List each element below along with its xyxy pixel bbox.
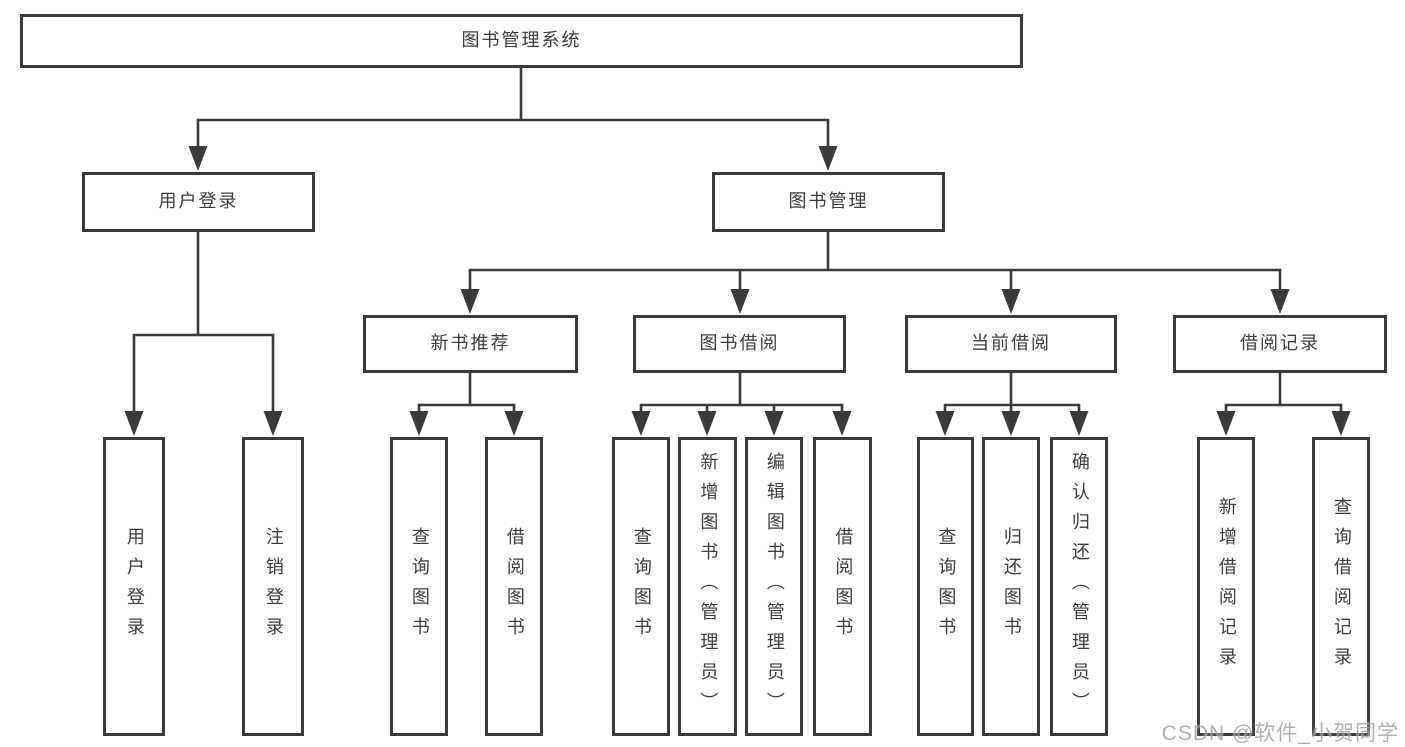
node-book-management: 图书管理 [712,172,945,232]
node-label: 新书推荐 [430,333,511,354]
node-label: 用户登录 [124,526,145,647]
node-new-book-recommend: 新书推荐 [363,315,578,373]
node-label: 确认归还（管理员） [1069,451,1090,722]
watermark: CSDN @软件_小贺同学 [1161,722,1399,745]
node-label: 查询图书 [631,526,652,647]
leaf-confirm-return-admin: 确认归还（管理员） [1050,437,1108,736]
node-label: 图书借阅 [699,333,780,354]
node-borrowing-records: 借阅记录 [1173,315,1387,373]
leaf-edit-book-admin: 编辑图书（管理员） [745,437,803,736]
node-user-login: 用户登录 [82,172,315,232]
leaf-return-books: 归还图书 [982,437,1040,736]
leaf-borrow-books-recommend: 借阅图书 [485,437,543,736]
node-label: 图书管理 [788,191,869,212]
leaf-query-books-borrowing: 查询图书 [612,437,670,736]
node-label: 借阅记录 [1240,333,1320,354]
leaf-user-login: 用户登录 [103,437,165,736]
node-label: 查询借阅记录 [1331,496,1352,677]
node-label: 用户登录 [158,191,239,212]
node-label: 查询图书 [936,526,957,647]
node-label: 当前借阅 [971,333,1051,354]
leaf-logout-login: 注销登录 [242,437,304,736]
node-label: 归还图书 [1001,526,1022,647]
node-library-management-system: 图书管理系统 [20,14,1023,68]
node-label: 新增借阅记录 [1216,496,1237,677]
node-label: 编辑图书（管理员） [764,451,785,722]
node-label: 借阅图书 [833,526,854,647]
node-label: 注销登录 [263,526,284,647]
node-label: 新增图书（管理员） [698,451,719,722]
leaf-borrow-books-borrowing: 借阅图书 [813,437,872,736]
leaf-add-book-admin: 新增图书（管理员） [678,437,737,736]
leaf-add-borrow-record: 新增借阅记录 [1197,437,1255,736]
node-label: 图书管理系统 [461,30,582,51]
leaf-query-books-recommend: 查询图书 [390,437,448,736]
node-current-borrowing: 当前借阅 [905,315,1117,373]
node-label: 借阅图书 [504,526,525,647]
leaf-query-borrow-record: 查询借阅记录 [1312,437,1370,736]
node-label: 查询图书 [409,526,430,647]
node-book-borrowing: 图书借阅 [633,315,846,373]
leaf-query-books-current: 查询图书 [917,437,974,736]
